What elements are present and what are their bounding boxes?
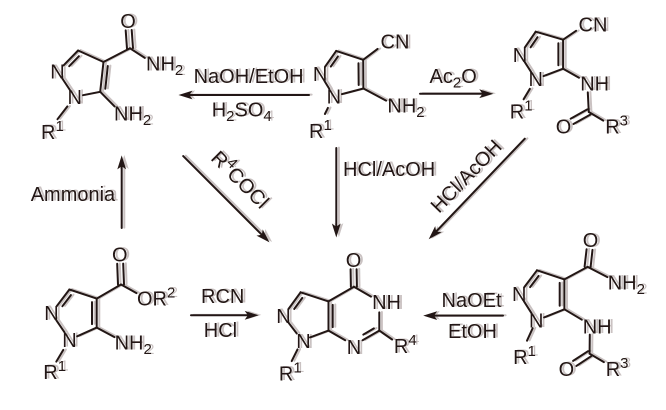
svg-text:N: N [279, 306, 293, 328]
svg-text:CN: CN [381, 32, 410, 54]
svg-text:NH: NH [580, 73, 609, 95]
svg-text:O: O [558, 116, 574, 138]
svg-text:N: N [313, 64, 327, 86]
svg-text:HCl: HCl [206, 320, 239, 342]
svg-text:NH: NH [583, 73, 612, 95]
svg-text:R3: R3 [608, 112, 631, 138]
svg-text:RCN: RCN [201, 286, 244, 308]
svg-text:NH2: NH2 [115, 333, 152, 359]
svg-text:O: O [346, 250, 362, 272]
svg-text:NH2: NH2 [117, 103, 154, 129]
svg-text:R4: R4 [397, 332, 420, 358]
svg-text:N: N [531, 69, 545, 91]
svg-text:R4COCl: R4COCl [206, 144, 275, 213]
svg-text:NH: NH [583, 316, 612, 338]
svg-text:EtOH: EtOH [448, 321, 497, 343]
svg-text:R4: R4 [394, 332, 417, 358]
svg-text:R1: R1 [282, 359, 305, 385]
svg-text:R1: R1 [46, 358, 69, 384]
svg-text:HCl: HCl [204, 320, 237, 342]
svg-text:N: N [529, 69, 543, 91]
svg-text:NH: NH [375, 292, 404, 314]
svg-text:O: O [120, 11, 136, 33]
svg-text:R3: R3 [605, 112, 628, 138]
svg-text:N: N [296, 331, 310, 353]
svg-text:R1: R1 [309, 117, 332, 143]
svg-text:Ammonia: Ammonia [31, 184, 116, 206]
svg-text:CN: CN [581, 14, 610, 36]
svg-text:H2SO4: H2SO4 [212, 99, 272, 125]
svg-text:NH2: NH2 [114, 103, 151, 129]
svg-text:EtOH: EtOH [451, 321, 500, 343]
svg-text:N: N [347, 337, 361, 359]
svg-text:N: N [327, 87, 341, 109]
svg-text:Ac2O: Ac2O [430, 66, 477, 92]
svg-text:O: O [585, 230, 601, 252]
svg-text:NH2: NH2 [387, 95, 424, 121]
svg-text:HCl/AcOH: HCl/AcOH [427, 136, 507, 218]
svg-text:N: N [47, 303, 61, 325]
svg-text:HCl/AcOH: HCl/AcOH [346, 159, 438, 181]
svg-text:N: N [513, 45, 527, 67]
svg-text:NH2: NH2 [117, 332, 154, 358]
svg-text:NH2: NH2 [146, 54, 183, 80]
svg-text:N: N [515, 44, 529, 66]
svg-text:O: O [556, 116, 572, 138]
svg-text:N: N [44, 303, 58, 325]
svg-text:N: N [532, 310, 546, 332]
svg-text:OR2: OR2 [137, 285, 175, 311]
svg-text:O: O [115, 244, 131, 266]
svg-text:N: N [299, 331, 313, 353]
svg-text:R1: R1 [279, 360, 302, 386]
svg-text:N: N [53, 61, 67, 83]
svg-text:RCN: RCN [204, 286, 247, 308]
svg-text:R3: R3 [606, 355, 629, 381]
svg-text:HCl/AcOH: HCl/AcOH [343, 159, 435, 181]
svg-text:O: O [561, 359, 577, 381]
svg-text:N: N [65, 329, 79, 351]
svg-text:NaOEt: NaOEt [442, 290, 502, 312]
svg-text:R1: R1 [43, 358, 66, 384]
svg-text:O: O [112, 244, 128, 266]
svg-text:R1: R1 [510, 98, 533, 124]
svg-text:N: N [316, 64, 330, 86]
svg-text:OR2: OR2 [140, 284, 178, 310]
svg-text:N: N [68, 87, 82, 109]
svg-text:NaOEt: NaOEt [444, 290, 504, 312]
svg-text:N: N [70, 87, 84, 109]
svg-text:O: O [559, 359, 575, 381]
svg-text:NH2: NH2 [390, 95, 427, 121]
svg-text:NH: NH [585, 316, 614, 338]
svg-text:Ac2O: Ac2O [432, 65, 479, 91]
svg-text:N: N [62, 330, 76, 352]
svg-text:R1: R1 [312, 117, 335, 143]
svg-text:R1: R1 [512, 97, 535, 123]
svg-text:NaOH/EtOH: NaOH/EtOH [194, 66, 304, 88]
svg-text:R3: R3 [608, 355, 631, 381]
svg-text:N: N [50, 62, 64, 84]
svg-text:R1: R1 [516, 342, 539, 368]
svg-text:H2SO4: H2SO4 [214, 99, 274, 125]
svg-text:NH2: NH2 [610, 272, 647, 298]
svg-text:O: O [583, 230, 599, 252]
svg-text:R1: R1 [41, 118, 64, 144]
svg-text:N: N [276, 306, 290, 328]
svg-text:R1: R1 [44, 118, 67, 144]
svg-text:O: O [123, 10, 139, 32]
svg-text:N: N [529, 311, 543, 333]
svg-text:N: N [349, 337, 363, 359]
svg-text:N: N [329, 86, 343, 108]
svg-text:CN: CN [579, 14, 608, 36]
svg-text:CN: CN [383, 31, 412, 53]
svg-text:NH2: NH2 [608, 272, 645, 298]
svg-text:O: O [348, 250, 364, 272]
svg-text:R1: R1 [513, 343, 536, 369]
svg-text:N: N [515, 284, 529, 306]
svg-text:NH2: NH2 [149, 53, 186, 79]
svg-text:NH: NH [372, 292, 401, 314]
svg-text:N: N [512, 284, 526, 306]
svg-text:Ammonia: Ammonia [33, 184, 118, 206]
svg-text:NaOH/EtOH: NaOH/EtOH [196, 66, 306, 88]
